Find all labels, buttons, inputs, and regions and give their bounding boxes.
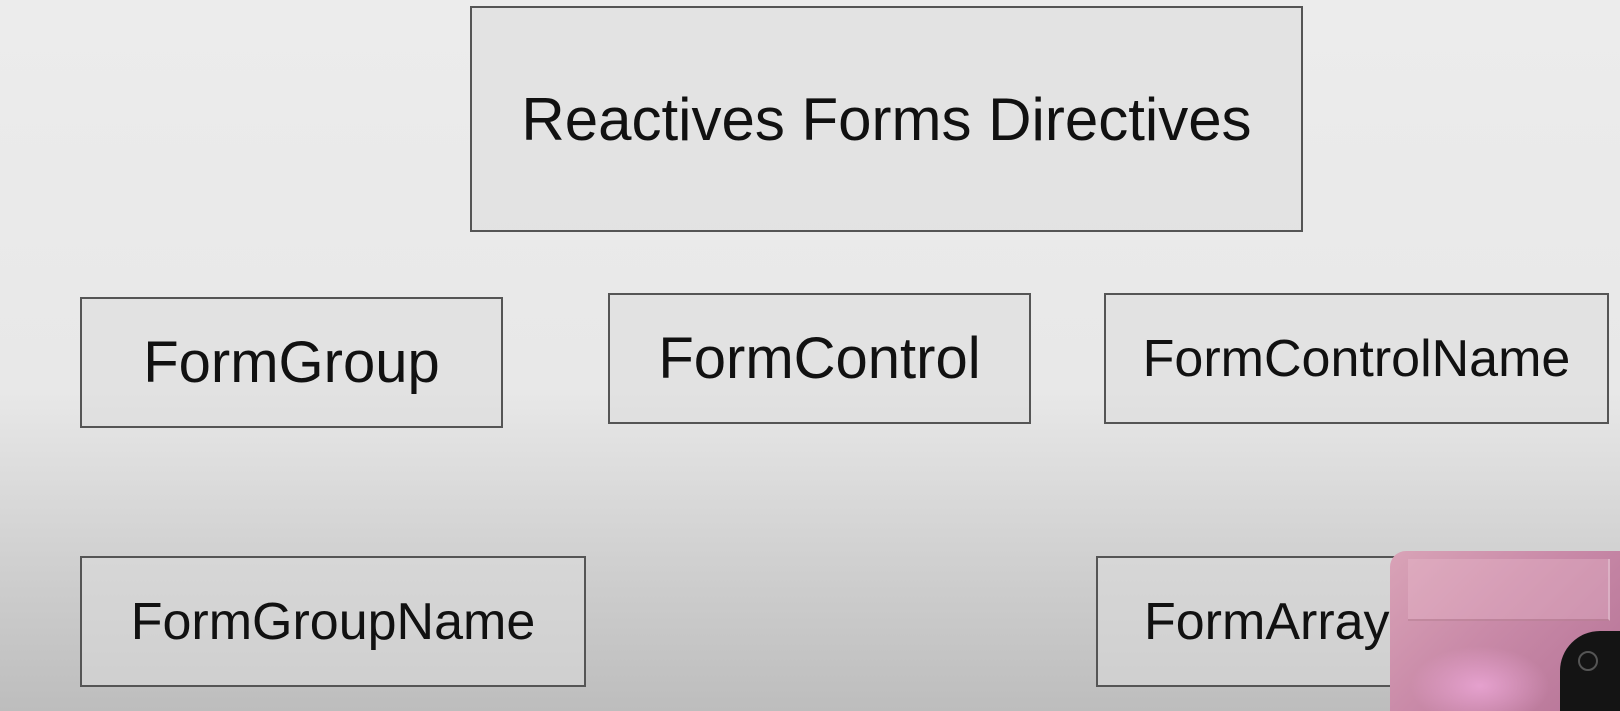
diagram-title: Reactives Forms Directives — [521, 85, 1252, 153]
webcam-chair — [1560, 631, 1620, 711]
chair-logo-icon — [1578, 651, 1598, 671]
node-formgroup-label: FormGroup — [143, 330, 440, 395]
webcam-background-panel — [1408, 559, 1610, 621]
node-formgroupname-label: FormGroupName — [130, 592, 536, 651]
node-formarray-label: FormArray — [1144, 592, 1390, 651]
node-formgroup: FormGroup — [80, 297, 503, 428]
node-formgroupname: FormGroupName — [80, 556, 586, 687]
node-formcontrol: FormControl — [608, 293, 1031, 424]
webcam-overlay — [1390, 551, 1620, 711]
node-formcontrol-label: FormControl — [658, 326, 981, 391]
diagram-title-box: Reactives Forms Directives — [470, 6, 1303, 232]
node-formcontrolname: FormControlName — [1104, 293, 1609, 424]
node-formcontrolname-label: FormControlName — [1142, 329, 1571, 388]
webcam-light-glow — [1410, 646, 1550, 711]
